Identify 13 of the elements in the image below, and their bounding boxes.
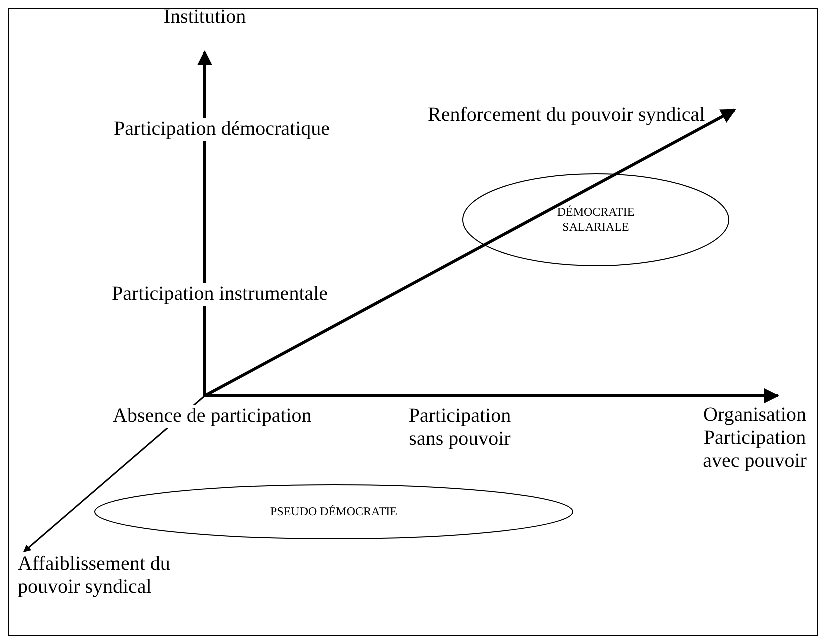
axis-label: Participation avec pouvoir: [702, 427, 808, 473]
axis-label: Institution: [162, 6, 248, 29]
arrow: [204, 108, 736, 398]
level-label: Participation démocratique: [114, 118, 330, 141]
level-label: Absence de participation: [113, 405, 312, 428]
level-label: Participation instrumentale: [112, 283, 328, 306]
region-label: PSEUDO DÉMOCRATIE: [269, 504, 398, 520]
arrow: [198, 50, 212, 396]
axis-label: Organisation: [702, 404, 808, 427]
axis-label: Affaiblissement du pouvoir syndical: [18, 553, 172, 599]
axis-label: Renforcement du pouvoir syndical: [428, 104, 706, 127]
arrow: [205, 388, 780, 404]
region-label: DÉMOCRATIE SALARIALE: [556, 205, 636, 235]
